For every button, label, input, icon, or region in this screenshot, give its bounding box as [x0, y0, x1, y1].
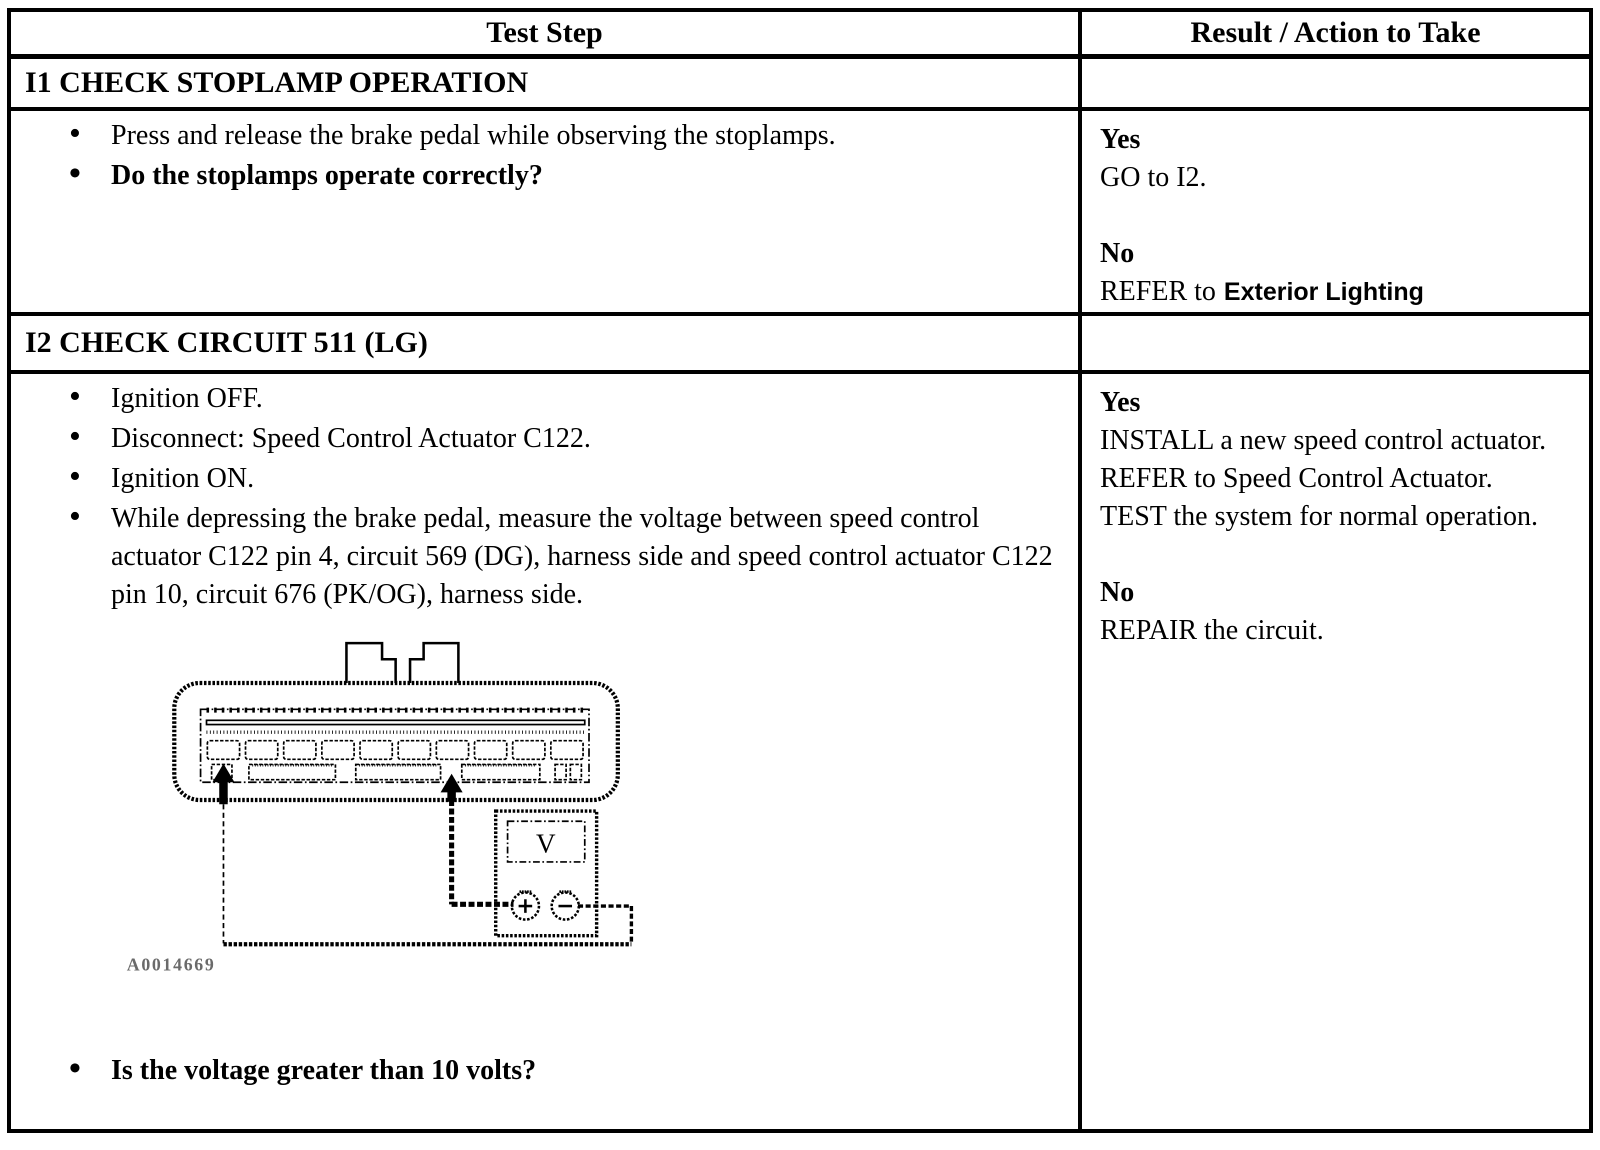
no-label: No [1100, 237, 1135, 269]
bullet-item-question: Is the voltage greater than 10 volts? [11, 1050, 1072, 1090]
bullet-list: Press and release the brake pedal while … [11, 115, 1072, 195]
step-i1-content-row: Press and release the brake pedal while … [7, 106, 1593, 316]
connector-tab-left [345, 641, 397, 683]
step-i1-title-row: I1 CHECK STOPLAMP OPERATION [7, 54, 1593, 111]
bullet-item-question: Do the stoplamps operate correctly? [11, 155, 1072, 195]
voltmeter-v-label: V [536, 828, 556, 858]
step-i2-title: I2 CHECK CIRCUIT 511 (LG) [7, 311, 1082, 374]
step-i2-title-row: I2 CHECK CIRCUIT 511 (LG) [7, 311, 1593, 374]
no-label: No [1100, 576, 1135, 608]
voltmeter-body [494, 808, 599, 937]
bullet-item: Ignition ON. [11, 458, 1072, 498]
no-action-prefix: REFER to [1100, 275, 1216, 307]
pinpoint-test-table: Test Step Result / Action to Take I1 CHE… [7, 8, 1593, 1133]
lower-cavity-row [210, 763, 583, 781]
step-i2-content-row: Ignition OFF. Disconnect: Speed Control … [7, 369, 1593, 1133]
voltmeter-display [506, 819, 586, 863]
blank-line [1100, 197, 1551, 235]
connector-tab-right [408, 641, 460, 683]
exterior-lighting-reference: Exterior Lighting [1223, 277, 1424, 306]
step-i2-result: Yes INSTALL a new speed control actuator… [1078, 369, 1593, 1133]
test-step-header: Test Step [7, 8, 1082, 59]
connector-key-slot [205, 718, 586, 725]
yes-action: GO to I2. [1100, 161, 1207, 193]
terminal-cell-row [206, 739, 584, 760]
minus-probe-jack [550, 890, 581, 921]
probe-arrow-pin10 [440, 773, 463, 802]
bullet-item: Ignition OFF. [11, 378, 1072, 418]
header-row: Test Step Result / Action to Take [7, 8, 1593, 59]
step-i1-title: I1 CHECK STOPLAMP OPERATION [7, 54, 1082, 111]
connector-voltmeter-figure: V A0014669 [127, 641, 634, 974]
blank-line [1100, 536, 1551, 574]
step-i2-instructions: Ignition OFF. Disconnect: Speed Control … [7, 369, 1082, 1133]
probe-arrow-pin4 [212, 763, 235, 804]
result-action-header: Result / Action to Take [1078, 8, 1593, 59]
yes-action: INSTALL a new speed control actuator. RE… [1100, 424, 1547, 532]
connector-body-outline [172, 680, 620, 802]
bullet-item: Disconnect: Speed Control Actuator C122. [11, 418, 1072, 458]
bullet-list: Ignition OFF. Disconnect: Speed Control … [11, 378, 1072, 614]
plus-probe-jack [510, 890, 541, 921]
yes-label: Yes [1100, 123, 1141, 155]
bullet-item: Press and release the brake pedal while … [11, 115, 1072, 155]
step-i1-instructions: Press and release the brake pedal while … [7, 106, 1082, 316]
yes-label: Yes [1100, 386, 1141, 418]
bullet-item: While depressing the brake pedal, measur… [11, 498, 1072, 614]
figure-callout-number: A0014669 [127, 954, 216, 974]
empty-result-cell [1078, 311, 1593, 374]
empty-result-cell [1078, 54, 1593, 111]
no-action: REPAIR the circuit. [1100, 614, 1324, 646]
